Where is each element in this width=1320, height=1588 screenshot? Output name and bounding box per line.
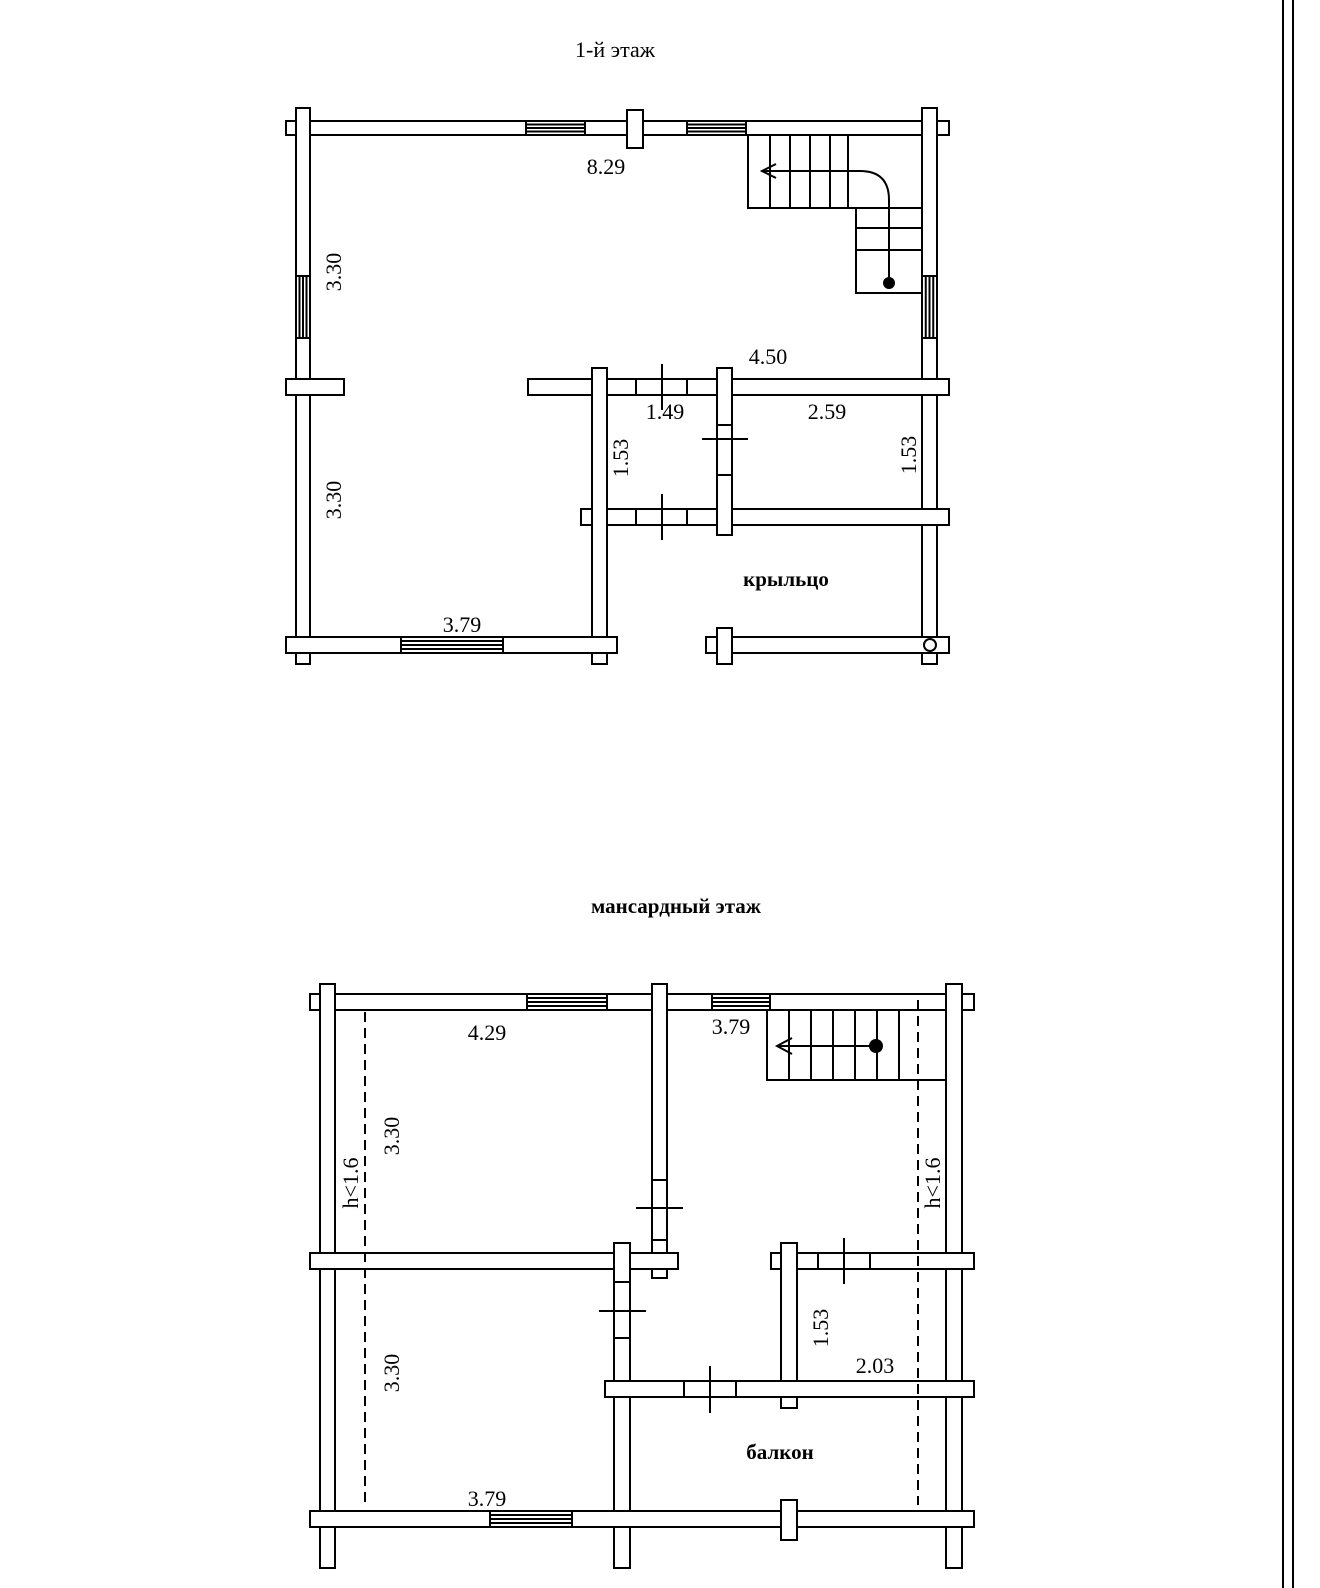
log-wall xyxy=(309,1510,975,1528)
log-wall xyxy=(613,1242,631,1569)
dim-label: 3.30 xyxy=(379,1117,404,1156)
log-wall xyxy=(527,378,950,396)
log-wall xyxy=(780,1499,798,1541)
corner-post xyxy=(923,638,937,652)
dim-label: 1.53 xyxy=(896,436,921,475)
log-wall xyxy=(651,983,668,1279)
dim-label: 4.29 xyxy=(468,1020,507,1045)
log-wall xyxy=(285,120,950,136)
log-wall xyxy=(626,109,644,149)
log-wall xyxy=(580,508,950,526)
dim-label: 1.53 xyxy=(608,439,633,478)
log-wall xyxy=(716,627,733,665)
first-floor-plan xyxy=(285,107,950,665)
log-wall xyxy=(285,378,345,396)
log-wall xyxy=(716,367,733,536)
staircase-outline xyxy=(766,1010,946,1081)
first-floor-title: 1-й этаж xyxy=(575,37,656,62)
height-note: h<1.6 xyxy=(338,1158,363,1209)
log-wall xyxy=(770,1252,975,1270)
log-wall xyxy=(591,367,608,665)
balcony-label: балкон xyxy=(746,1440,813,1464)
stair-start-dot xyxy=(869,1039,883,1053)
arrow-head-icon xyxy=(759,163,777,179)
log-wall xyxy=(309,1252,679,1270)
dim-label: 3.79 xyxy=(712,1014,751,1039)
stair-direction-arrow xyxy=(762,170,890,283)
dim-label: 3.30 xyxy=(321,253,346,292)
log-wall xyxy=(945,983,963,1569)
stair-start-dot xyxy=(883,277,895,289)
log-wall xyxy=(780,1242,798,1409)
dim-label: 3.79 xyxy=(443,612,482,637)
staircase-outline xyxy=(747,135,922,294)
dim-label: 2.59 xyxy=(808,399,847,424)
attic-floor-plan xyxy=(309,983,975,1569)
log-wall xyxy=(705,636,950,654)
dim-label: 1.53 xyxy=(808,1309,833,1348)
dim-label: 2.03 xyxy=(856,1353,895,1378)
attic-floor-title: мансардный этаж xyxy=(591,894,762,918)
arrow-head-icon xyxy=(774,1037,793,1055)
log-wall xyxy=(319,983,336,1569)
dim-label: 8.29 xyxy=(587,154,626,179)
porch-label: крыльцо xyxy=(743,567,829,591)
dim-label: 4.50 xyxy=(749,344,788,369)
log-wall xyxy=(604,1380,975,1398)
dim-label: 3.30 xyxy=(379,1354,404,1393)
log-wall xyxy=(309,993,975,1011)
dim-label: 1.49 xyxy=(646,399,685,424)
dim-label: 3.30 xyxy=(321,481,346,520)
dim-label: 3.79 xyxy=(468,1486,507,1511)
height-note: h<1.6 xyxy=(920,1158,945,1209)
